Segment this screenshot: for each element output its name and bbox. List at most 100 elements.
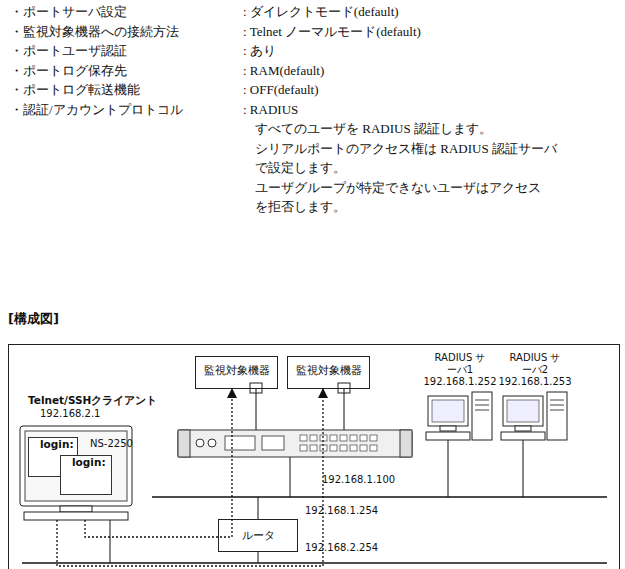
serial-port	[370, 435, 377, 441]
server-tower	[472, 392, 492, 440]
lan-wire	[258, 552, 259, 563]
serial-port	[330, 445, 337, 451]
setting-key: ・監視対象機器への接続方法	[10, 24, 179, 39]
router-box: ルータ	[218, 519, 298, 552]
client-node: Telnet/SSHクライアント192.168.2.1login:login:	[20, 394, 135, 520]
network-line	[152, 496, 607, 498]
setting-key: ・ポートサーバ設定	[10, 4, 127, 19]
node-label: login:	[32, 440, 74, 449]
drive-slot	[475, 400, 489, 401]
server-stand	[440, 426, 456, 431]
setting-value: : RADIUS	[243, 102, 298, 117]
node-label: login:	[64, 458, 106, 467]
drive-slot	[550, 410, 564, 411]
serial-connector	[338, 383, 350, 393]
serial-port	[300, 435, 307, 441]
lan-wire	[290, 457, 291, 497]
node-label: 監視対象機器	[204, 363, 270, 378]
node-label: ルータ	[242, 528, 275, 543]
node-label: Telnet/SSHクライアント	[20, 394, 157, 407]
drive-slot	[475, 410, 489, 411]
ip-address: 192.168.1.254	[305, 505, 378, 517]
lan-wire	[110, 520, 111, 563]
node-label: NS-2250	[90, 438, 133, 449]
client-keyboard	[24, 512, 128, 520]
node-label: 監視対象機器	[296, 363, 362, 378]
server-screen	[507, 400, 539, 422]
setting-note: を拒否します。	[255, 199, 346, 214]
serial-port	[360, 435, 367, 441]
server-stand	[515, 426, 531, 431]
device-box: 監視対象機器	[195, 356, 278, 389]
power-switch	[208, 439, 216, 447]
server-monitor	[503, 396, 543, 426]
power-switch	[196, 439, 204, 447]
client-stand	[60, 506, 92, 512]
panel-area	[262, 436, 284, 450]
serial-port	[300, 445, 307, 451]
device-box: 監視対象機器	[287, 356, 370, 389]
serial-port	[310, 435, 317, 441]
ip-address: 192.168.1.100	[322, 474, 395, 486]
diagram-frame	[9, 345, 620, 569]
drive-slot	[475, 405, 489, 406]
server-screen	[432, 400, 464, 422]
rack-ear	[400, 430, 412, 457]
serial-ports	[300, 435, 377, 451]
ns2250-chassis	[178, 430, 412, 457]
setting-note: ユーザグループが特定できないユーザはアクセス	[255, 180, 541, 195]
setting-key: ・認証/アカウントプロトコル	[10, 102, 183, 117]
serial-cable	[256, 389, 257, 430]
serial-port	[320, 435, 327, 441]
session-arrow	[57, 389, 323, 566]
ip-address: 192.168.2.1	[20, 407, 100, 420]
serial-port	[360, 445, 367, 451]
section-heading: [構成図]	[8, 311, 59, 326]
serial-port	[320, 445, 327, 451]
node-label: RADIUS サーバ2	[506, 352, 564, 376]
serial-port	[340, 435, 347, 441]
setting-value: : あり	[243, 43, 276, 58]
setting-key: ・ポートログ保存先	[10, 63, 127, 78]
serial-port	[340, 445, 347, 451]
console-server: NS-2250	[90, 430, 412, 457]
setting-note: すべてのユーザを RADIUS 認証します。	[255, 121, 492, 136]
setting-key: ・ポートユーザ認証	[10, 43, 127, 58]
setting-value: : OFF(default)	[243, 82, 318, 97]
drive-slot	[550, 400, 564, 401]
lan-wire	[523, 440, 524, 497]
panel-area	[225, 436, 255, 450]
ip-address: 192.168.1.252	[423, 376, 496, 388]
server-keyboard	[426, 432, 470, 440]
serial-port	[330, 435, 337, 441]
serial-port	[310, 445, 317, 451]
serial-cable	[344, 389, 345, 430]
setting-value: : RAM(default)	[243, 63, 324, 78]
serial-port	[370, 445, 377, 451]
ip-address: 192.168.2.254	[305, 542, 378, 554]
serial-port	[350, 445, 357, 451]
client-monitor	[20, 426, 132, 506]
server-monitor	[428, 396, 468, 426]
server-node: RADIUS サーバ2192.168.1.253	[493, 352, 577, 442]
lan-wire	[448, 440, 449, 497]
lan-wire	[258, 497, 259, 519]
session-arrow	[85, 389, 232, 537]
server-keyboard	[501, 432, 545, 440]
setting-value: : ダイレクトモード(default)	[243, 4, 399, 19]
server-tower	[547, 392, 567, 440]
login-window: login:	[60, 455, 112, 495]
setting-key: ・ポートログ転送機能	[10, 82, 140, 97]
setting-value: : Telnet ノーマルモード(default)	[243, 24, 421, 39]
server-node: RADIUS サーバ1192.168.1.252	[418, 352, 502, 442]
node-label: RADIUS サーバ1	[431, 352, 489, 376]
ip-address: 192.168.1.253	[498, 376, 571, 388]
serial-connector	[250, 383, 262, 393]
drive-slot	[550, 405, 564, 406]
serial-port	[350, 435, 357, 441]
setting-note: で設定します。	[255, 160, 346, 175]
setting-note: シリアルポートのアクセス権は RADIUS 認証サーバ	[255, 141, 557, 156]
rack-ear	[178, 430, 190, 457]
